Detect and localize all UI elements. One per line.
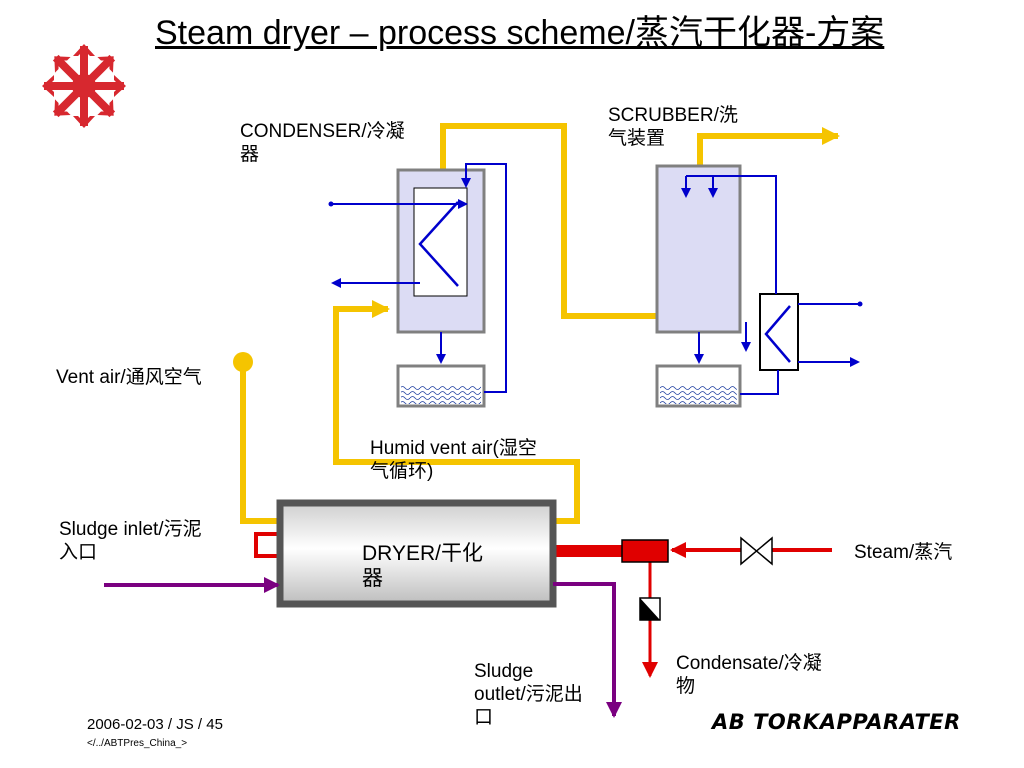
vent-air-node [233, 352, 253, 372]
sludge-inlet-label: Sludge inlet/污泥入口 [59, 519, 202, 563]
dryer-label: DRYER/干化器 [362, 542, 483, 590]
scrubber-heat-exchanger [759, 293, 799, 371]
vapor-line [240, 123, 840, 524]
condenser-coil-icon [418, 201, 459, 287]
condenser-vessel [396, 168, 486, 408]
sludge-outlet-label: Sludge outlet/污泥出口 [474, 661, 583, 728]
scrubber-coil-icon [764, 305, 791, 363]
water-line [331, 163, 860, 395]
brand-logo-text: AB TORKAPPARATER [712, 710, 961, 734]
steam-label: Steam/蒸汽 [854, 542, 953, 563]
footer-path: </../ABTPres_China_> [87, 738, 188, 749]
sludge-line [104, 577, 622, 718]
red-snowflake-icon [42, 44, 126, 128]
steam-header [621, 539, 669, 563]
steam-trap-icon [639, 597, 661, 621]
footer-date: 2006-02-03 / JS / 45 [87, 716, 223, 733]
condenser-label: CONDENSER/冷凝器 [240, 121, 405, 165]
scrubber-label: SCRUBBER/洗气装置 [608, 105, 738, 149]
condensate-label: Condensate/冷凝物 [676, 653, 822, 697]
valve-icon [740, 536, 773, 566]
dryer-vessel [276, 499, 557, 608]
humid-vent-air-label: Humid vent air(湿空气循环) [370, 438, 537, 482]
vent-air-label: Vent air/通风空气 [56, 367, 202, 388]
page-title: Steam dryer – process scheme/蒸汽干化器-方案 [155, 14, 885, 52]
scrubber-vessel [655, 164, 799, 408]
